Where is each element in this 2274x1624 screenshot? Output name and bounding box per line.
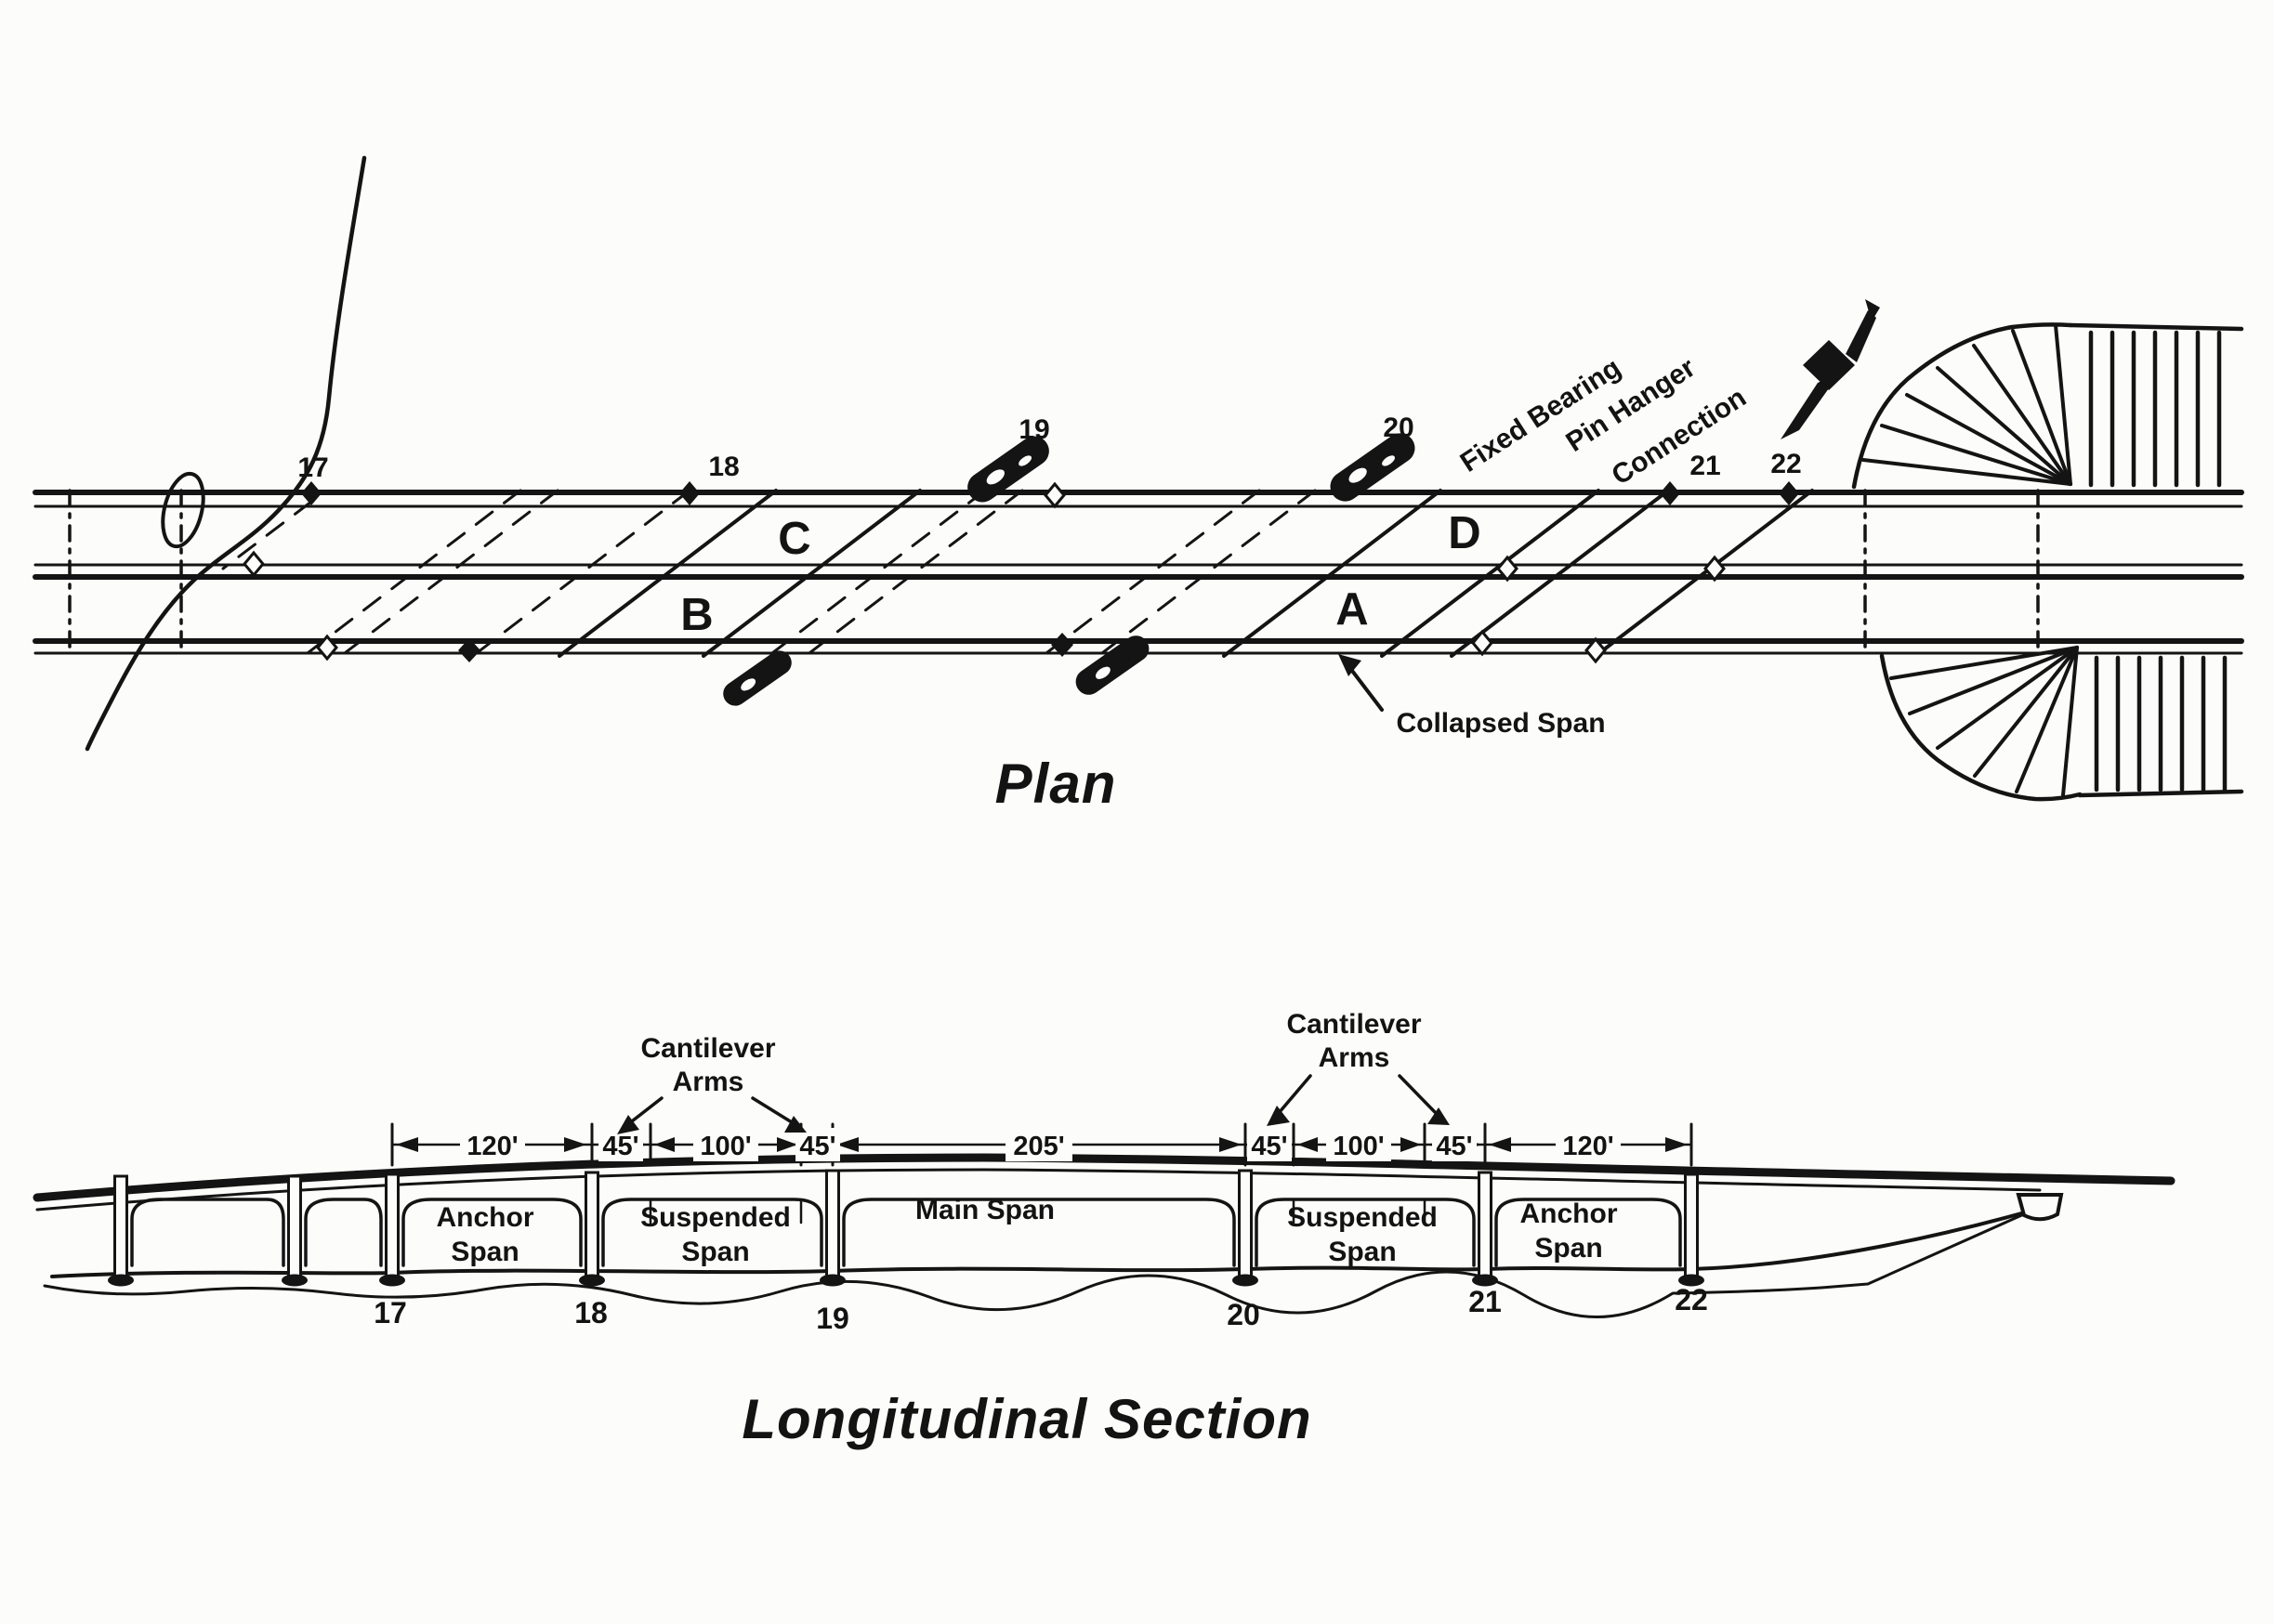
- section-span-cells: [130, 1198, 1682, 1267]
- section-pier-label-22: 22: [1675, 1283, 1708, 1316]
- plan-pier-label-18: 18: [708, 452, 739, 482]
- abutment-upper: [1851, 322, 2244, 490]
- section-title: Longitudinal Section: [742, 1388, 1311, 1450]
- river-line: [85, 155, 367, 752]
- plan-pier-label-19: 19: [1019, 414, 1049, 445]
- cantilever-arms-left: Cantilever Arms: [617, 1033, 807, 1134]
- section-pier-label-18: 18: [574, 1296, 608, 1329]
- plan-pier-labels: 17 18 19 20 21 22: [297, 413, 1801, 483]
- pier-post: [108, 1174, 134, 1287]
- cantilever-right-line2: Arms: [1319, 1042, 1390, 1073]
- dim-100-left: 100': [700, 1132, 751, 1161]
- plan-skew-joints-dashed: [221, 489, 1317, 658]
- dim-45-1: 45': [602, 1132, 638, 1161]
- span-letter-b: B: [680, 590, 713, 640]
- section-pier-labels: 17 18 19 20 21 22: [374, 1283, 1708, 1335]
- dim-120-left: 120': [467, 1132, 518, 1161]
- section-pier-label-17: 17: [374, 1296, 407, 1329]
- collapsed-span-callout: Collapsed Span: [1338, 654, 1606, 739]
- dim-205-main: 205': [1013, 1132, 1064, 1161]
- section-pier-label-19: 19: [816, 1302, 849, 1335]
- abutment-lower-hatch: [2094, 655, 2228, 792]
- dimension-labels: 120' 45' 100' 45' 205' 45' 100' 45' 120': [467, 1132, 1613, 1161]
- abutment-upper-hatch: [2088, 330, 2222, 488]
- plan-skew-joints-solid: [558, 489, 1814, 658]
- plan-joint-verticals: [68, 489, 2040, 657]
- dim-120-right: 120': [1562, 1132, 1613, 1161]
- abutment-bearing: [2016, 1193, 2064, 1222]
- span-letter-c: C: [778, 514, 810, 564]
- fallen-girder-pier19: [967, 436, 1049, 503]
- section-piers: [108, 1169, 1704, 1287]
- cantilever-arms-right: Cantilever Arms: [1267, 1009, 1450, 1126]
- plan-pier-label-17: 17: [297, 452, 328, 483]
- section-deck-bottom: [35, 1168, 2042, 1211]
- cantilever-left-line2: Arms: [673, 1067, 744, 1097]
- span-letter-a: A: [1335, 584, 1368, 635]
- north-arrow-icon: [1781, 299, 1880, 439]
- plan-pier-label-20: 20: [1383, 413, 1413, 443]
- pier-post-18: [579, 1171, 605, 1287]
- section-ground-line: [43, 1211, 2028, 1318]
- suspended-span-left-1: Suspended: [640, 1202, 791, 1233]
- dim-45-3: 45': [1251, 1132, 1287, 1161]
- section-pier-label-20: 20: [1227, 1298, 1260, 1331]
- longitudinal-section-view: 120' 45' 100' 45' 205' 45' 100' 45' 120'…: [33, 1009, 2175, 1450]
- plan-pier-label-22: 22: [1770, 449, 1801, 479]
- plan-pier-label-21: 21: [1689, 451, 1720, 481]
- anchor-span-right-1: Anchor: [1520, 1198, 1618, 1229]
- anchor-span-left-2: Span: [451, 1237, 519, 1267]
- suspended-span-left-2: Span: [681, 1237, 749, 1267]
- dim-100-right: 100': [1333, 1132, 1384, 1161]
- main-span-label: Main Span: [915, 1195, 1055, 1225]
- anchor-span-left-1: Anchor: [437, 1202, 534, 1233]
- section-dimension-line: 120' 45' 100' 45' 205' 45' 100' 45' 120': [390, 1122, 1693, 1167]
- plan-span-letters: C B D A: [680, 508, 1480, 640]
- plan-pier-markers: [243, 481, 1799, 664]
- cantilever-right-line1: Cantilever: [1286, 1009, 1421, 1040]
- plan-roadway-lines: [33, 490, 2244, 655]
- plan-title: Plan: [995, 753, 1117, 815]
- fallen-girder-pier20: [1330, 433, 1415, 502]
- fallen-girder-lower-right: [1075, 635, 1150, 695]
- dimension-label-backs: [460, 1128, 1621, 1161]
- scour-loop: [161, 471, 205, 549]
- anchor-span-right-2: Span: [1534, 1233, 1602, 1264]
- section-pier-label-21: 21: [1468, 1285, 1502, 1318]
- section-deck-top: [33, 1153, 2175, 1202]
- pier-post: [282, 1174, 308, 1287]
- abutment-lower: [1879, 646, 2244, 802]
- dim-45-4: 45': [1436, 1132, 1472, 1161]
- section-span-labels: Anchor Span Suspended Span Main Span Sus…: [437, 1195, 1618, 1267]
- pier-post-17: [379, 1172, 405, 1287]
- suspended-span-right-1: Suspended: [1287, 1202, 1438, 1233]
- pier-post-20: [1232, 1169, 1258, 1287]
- span-letter-d: D: [1448, 508, 1480, 558]
- dim-45-2: 45': [799, 1132, 835, 1161]
- collapsed-span-label: Collapsed Span: [1396, 708, 1605, 739]
- plan-view: 17 18 19 20 21 22 C B D A Fixed Bearing …: [33, 155, 2244, 815]
- pier-post-22: [1678, 1172, 1704, 1287]
- fallen-girder-lower-left: [723, 650, 792, 706]
- suspended-span-right-2: Span: [1328, 1237, 1396, 1267]
- cantilever-left-line1: Cantilever: [640, 1033, 775, 1064]
